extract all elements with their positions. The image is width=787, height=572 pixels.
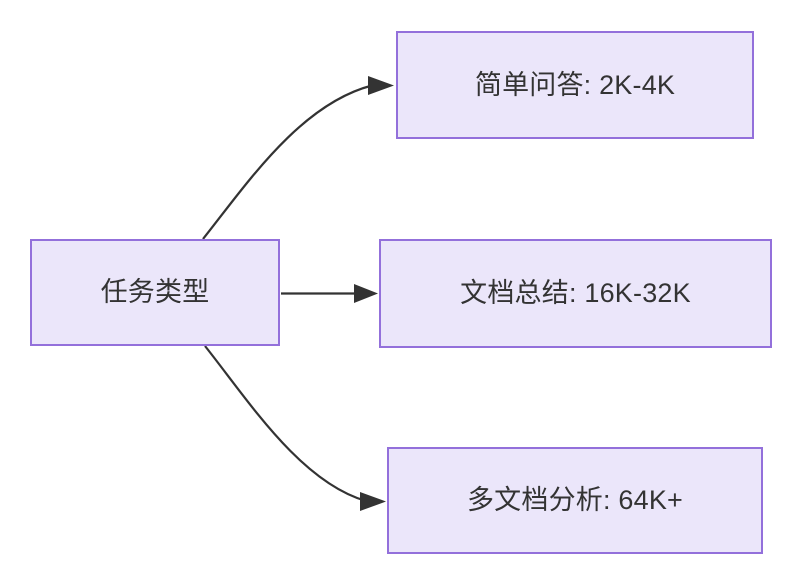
node-simple-qa[interactable]: 简单问答: 2K-4K [396, 31, 754, 139]
edge-curve-bottom [204, 345, 367, 503]
arrowhead-bottom [360, 492, 386, 511]
edge-curve-top [202, 84, 373, 240]
node-task-type[interactable]: 任务类型 [30, 239, 280, 346]
arrowhead-top [368, 76, 394, 95]
node-doc-summary-label: 文档总结: 16K-32K [460, 278, 691, 309]
node-task-type-label: 任务类型 [100, 277, 210, 308]
edge-source-to-multi-doc [204, 345, 386, 511]
node-multi-doc[interactable]: 多文档分析: 64K+ [387, 447, 763, 554]
node-simple-qa-label: 简单问答: 2K-4K [474, 69, 676, 100]
node-multi-doc-label: 多文档分析: 64K+ [466, 485, 683, 516]
node-doc-summary[interactable]: 文档总结: 16K-32K [379, 239, 772, 348]
arrowhead-middle [354, 284, 378, 303]
edge-source-to-simple-qa [202, 76, 394, 240]
edge-source-to-doc-summary [281, 284, 378, 303]
